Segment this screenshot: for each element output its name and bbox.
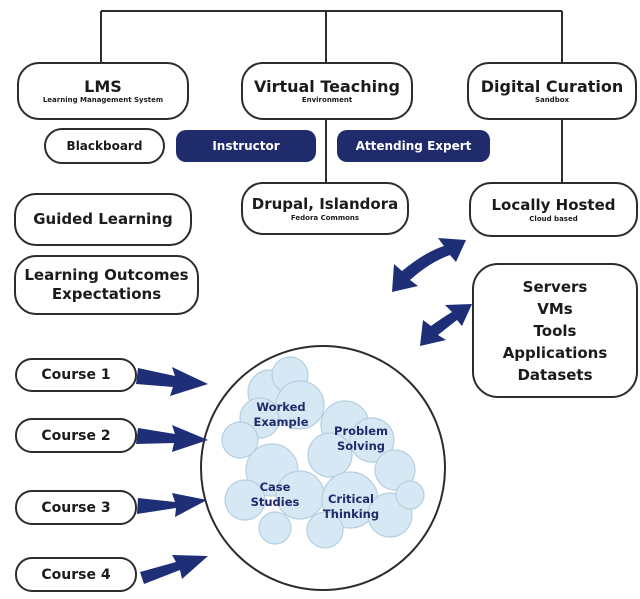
locally-hosted-box: Locally Hosted Cloud based [469,182,638,237]
blackboard-box: Blackboard [44,128,165,164]
top-double-arrow [392,238,466,292]
resource-vms: VMs [537,299,573,318]
resource-applications: Applications [502,343,608,362]
drupal-title: Drupal, Islandora [251,194,399,213]
connector-lines [100,10,563,182]
resources-box: Servers VMs Tools Applications Datasets [472,263,638,398]
guided-learning-box: Guided Learning [14,193,192,246]
critical-thinking-line2: Thinking [322,507,380,521]
worked-example-label: Worked Example [246,400,316,430]
bottom-double-arrow [420,304,472,346]
lms-title: LMS [84,77,122,96]
resource-datasets: Datasets [517,365,593,384]
learning-outcomes-line2: Expectations [51,285,162,303]
attending-expert-pill: Attending Expert [337,130,490,162]
drupal-islandora-box: Drupal, Islandora Fedora Commons [241,182,409,235]
virtual-teaching-title: Virtual Teaching [253,77,400,96]
locally-hosted-title: Locally Hosted [491,195,616,214]
course-1-label: Course 1 [41,367,111,383]
case-studies-label: Case Studies [240,480,310,510]
course-3-label: Course 3 [41,499,111,516]
lms-box: LMS Learning Management System [17,62,189,120]
resource-servers: Servers [522,277,588,296]
course-3-arrow [137,493,207,517]
critical-thinking-line1: Critical [327,492,374,506]
learning-outcomes-box: Learning Outcomes Expectations [14,255,199,315]
case-studies-line1: Case [259,480,291,494]
cloud-cluster [221,356,425,549]
course-arrows [136,367,208,584]
course-2-arrow [136,425,208,452]
locally-hosted-subtitle: Cloud based [529,214,578,223]
guided-learning-label: Guided Learning [33,210,173,228]
virtual-teaching-subtitle: Environment [301,96,353,104]
worked-example-line1: Worked [256,400,306,414]
critical-thinking-label: Critical Thinking [313,492,389,522]
course-1-box: Course 1 [15,358,137,392]
virtual-teaching-box: Virtual Teaching Environment [241,62,413,120]
problem-solving-label: Problem Solving [326,424,396,454]
course-1-arrow [136,367,208,396]
course-3-box: Course 3 [15,490,137,525]
worked-example-line2: Example [253,415,309,429]
lms-subtitle: Learning Management System [42,96,164,104]
double-arrows [392,238,472,346]
learning-outcomes-line1: Learning Outcomes [24,266,189,284]
course-4-label: Course 4 [41,566,111,583]
blackboard-label: Blackboard [66,139,143,153]
problem-solving-line1: Problem [334,424,388,438]
case-studies-line2: Studies [250,495,300,509]
digital-curation-subtitle: Sandbox [534,96,570,104]
resource-tools: Tools [533,321,577,340]
drupal-subtitle: Fedora Commons [290,213,360,222]
course-4-box: Course 4 [15,557,137,592]
course-2-label: Course 2 [41,427,111,444]
course-4-arrow [140,555,208,584]
instructor-pill: Instructor [176,130,316,162]
digital-curation-title: Digital Curation [480,77,624,96]
course-2-box: Course 2 [15,418,137,453]
digital-curation-box: Digital Curation Sandbox [467,62,637,120]
problem-solving-line2: Solving [337,439,385,453]
